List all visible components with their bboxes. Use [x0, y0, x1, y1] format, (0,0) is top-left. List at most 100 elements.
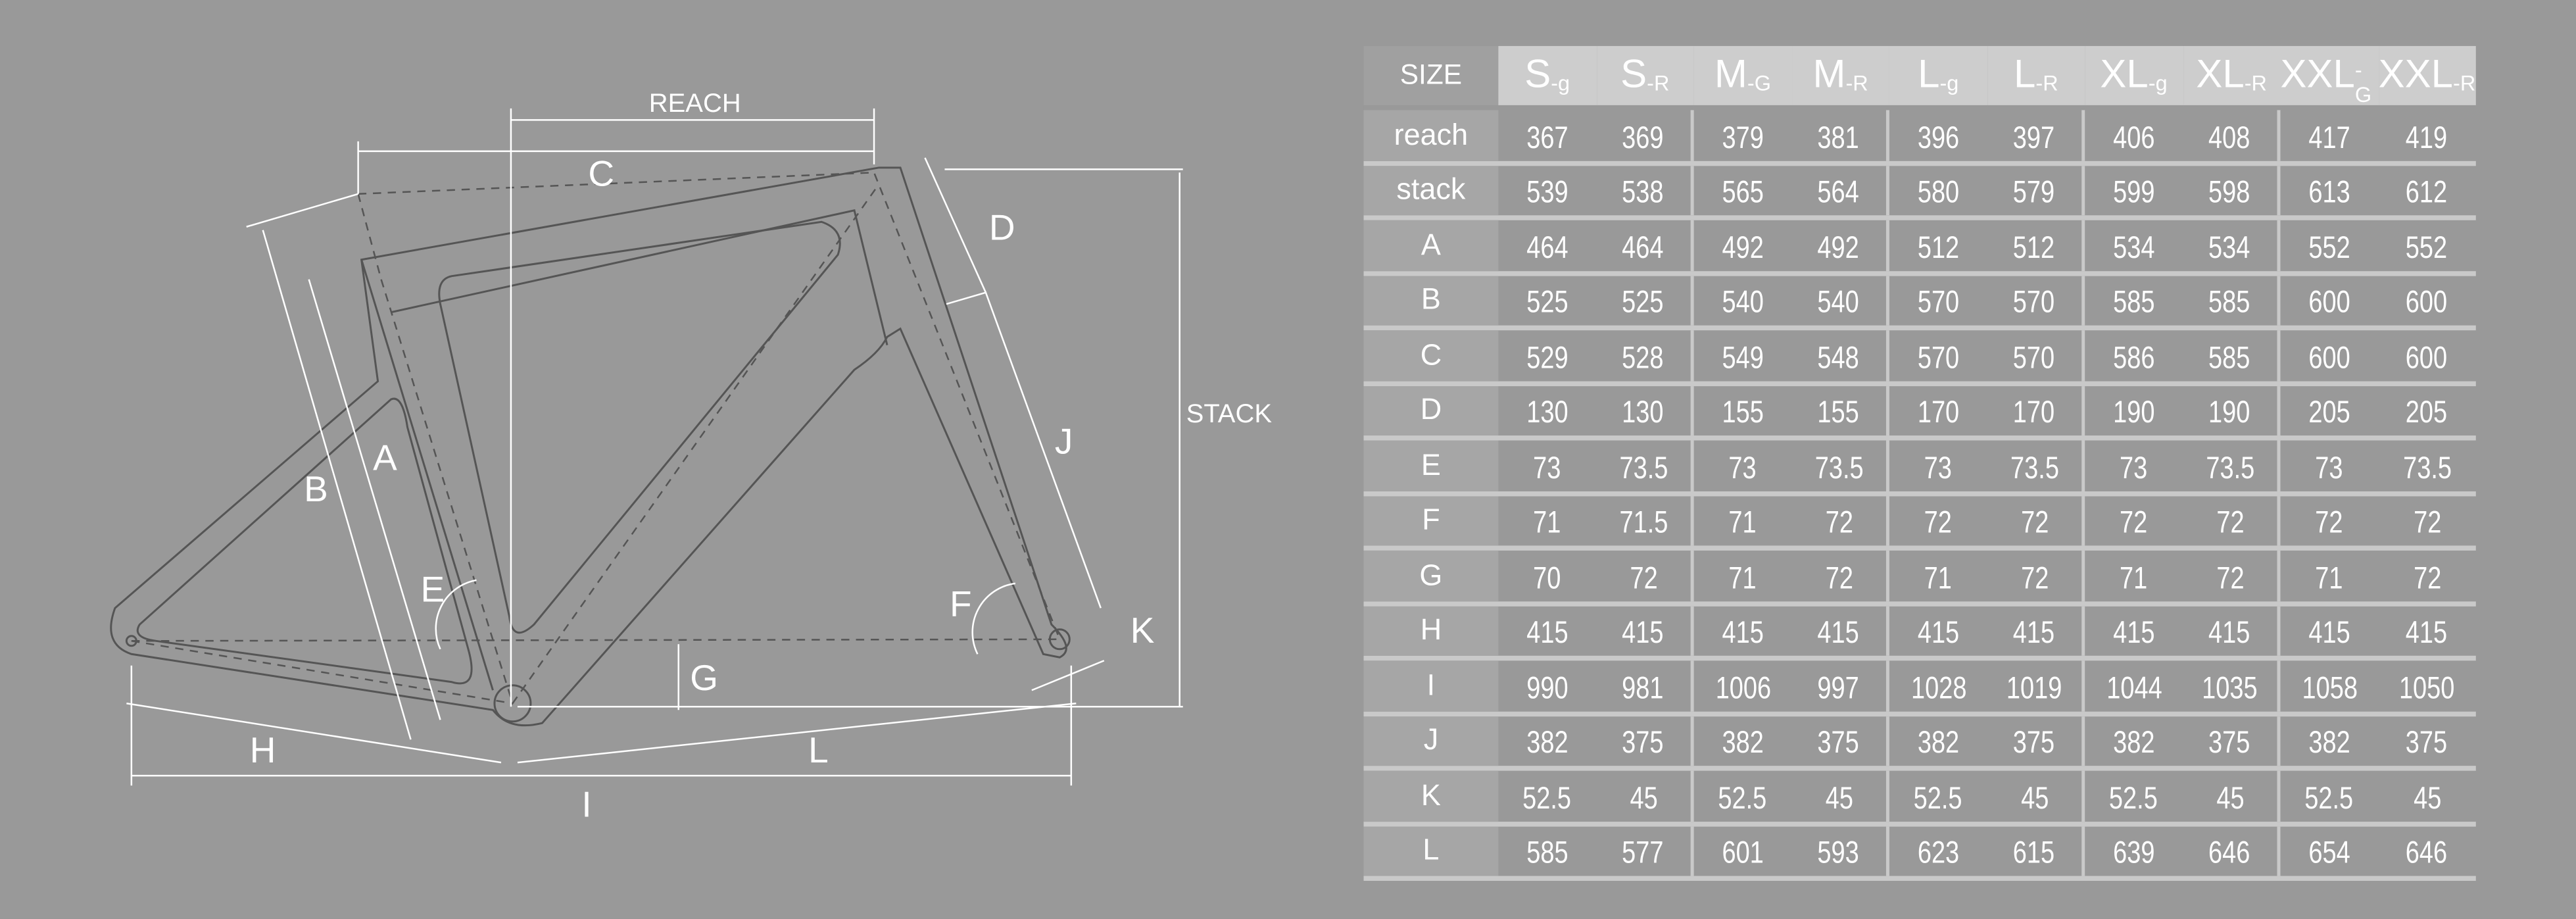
table-cell: 464	[1596, 220, 1694, 270]
table-cell: 72	[2413, 561, 2441, 596]
table-cell: 593	[1791, 826, 1889, 876]
table-cell: 52.5	[1718, 781, 1767, 816]
size-variant: -R	[1647, 70, 1670, 95]
size-variant: -R	[2244, 70, 2267, 95]
size-name: M	[1714, 52, 1747, 97]
size-column-header: M-R	[1791, 45, 1889, 105]
table-cell: 585	[2112, 286, 2155, 321]
table-cell: 1058	[2301, 671, 2358, 706]
size-name: M	[1812, 52, 1846, 97]
table-cell: 72	[1924, 506, 1953, 541]
table-cell: 396	[1917, 120, 1959, 156]
size-variant: -g	[2148, 70, 2168, 95]
table-cell: 72	[1791, 550, 1889, 601]
row-label: D	[1363, 385, 1499, 436]
size-variant: -R	[1845, 70, 1868, 95]
frame-outline	[110, 166, 1071, 727]
table-cell: 646	[2183, 826, 2281, 876]
size-header: SIZE	[1363, 45, 1499, 105]
table-cell: 528	[1596, 330, 1694, 381]
table-cell: 529	[1526, 341, 1568, 376]
table-cell: 577	[1596, 826, 1694, 876]
dimension-label-l: L	[808, 730, 829, 770]
size-variant: -G	[1747, 70, 1771, 95]
table-cell: 72	[1596, 550, 1694, 601]
table-cell: 415	[1722, 616, 1764, 651]
table-cell: 1006	[1714, 671, 1771, 706]
size-column-header: XL-g	[2085, 45, 2183, 105]
table-cell: 525	[1526, 286, 1568, 321]
table-cell: 492	[1722, 230, 1764, 266]
table-cell: 538	[1596, 165, 1694, 216]
table-cell: 570	[1987, 275, 2085, 326]
table-cell: 585	[2183, 330, 2281, 381]
table-cell: 415	[1987, 605, 2085, 656]
table-cell: 552	[2308, 230, 2350, 266]
table-cell: 990	[1526, 671, 1568, 706]
size-name: XL	[2100, 52, 2149, 97]
table-cell: 70	[1533, 561, 1561, 596]
table-cell: 586	[2112, 341, 2155, 376]
row-label: reach	[1363, 110, 1499, 161]
size-column-header: S-g	[1498, 45, 1597, 105]
table-cell: 646	[2406, 836, 2448, 872]
size-name: L	[2014, 52, 2036, 97]
table-cell: 579	[1987, 165, 2085, 216]
dimension-label-g: G	[690, 657, 718, 698]
table-cell: 73.5	[1987, 440, 2085, 491]
table-cell: 375	[2183, 715, 2281, 766]
row-label: stack	[1363, 165, 1499, 216]
row-label: L	[1363, 826, 1499, 876]
table-cell: 52.5	[1914, 781, 1963, 816]
size-column-header: M-G	[1693, 45, 1792, 105]
table-cell: 525	[1596, 275, 1694, 326]
table-cell: 382	[1722, 726, 1764, 761]
size-variant: -R	[2453, 70, 2476, 95]
table-cell: 415	[2112, 616, 2155, 651]
reach-label: REACH	[649, 89, 741, 118]
dimension-label-j: J	[1055, 421, 1073, 462]
table-cell: 71	[2315, 561, 2343, 596]
table-cell: 369	[1596, 110, 1694, 161]
table-cell: 615	[1987, 826, 2085, 876]
table-cell: 406	[2112, 120, 2155, 156]
table-cell: 45	[1791, 770, 1889, 821]
table-cell: 580	[1917, 176, 1959, 211]
size-column-header: L-g	[1889, 45, 1987, 105]
size-variant: -g	[1939, 70, 1959, 95]
table-cell: 72	[1791, 495, 1889, 546]
table-cell: 73	[1924, 451, 1953, 486]
table-cell: 639	[2112, 836, 2155, 872]
table-cell: 981	[1596, 660, 1694, 711]
table-cell: 512	[1987, 220, 2085, 270]
table-cell: 170	[1987, 385, 2085, 436]
table-cell: 415	[2183, 605, 2281, 656]
table-cell: 382	[2112, 726, 2155, 761]
centerlines	[131, 172, 1061, 706]
table-cell: 534	[2183, 220, 2281, 270]
table-cell: 130	[1526, 396, 1568, 431]
row-label: E	[1363, 440, 1499, 491]
table-cell: 72	[2413, 506, 2441, 541]
table-cell: 415	[1917, 616, 1959, 651]
table-cell: 512	[1917, 230, 1959, 266]
table-cell: 73	[1728, 451, 1757, 486]
size-name: XXL	[2280, 52, 2355, 97]
table-cell: 381	[1791, 110, 1889, 161]
table-cell: 71	[1924, 561, 1953, 596]
size-variant: -G	[2354, 57, 2372, 107]
size-name: S	[1620, 52, 1647, 97]
table-cell: 1044	[2106, 671, 2162, 706]
table-cell: 492	[1791, 220, 1889, 270]
size-column-header: L-R	[1987, 45, 2085, 105]
table-cell: 585	[2183, 275, 2281, 326]
table-cell: 52.5	[1522, 781, 1572, 816]
dimension-lines	[126, 108, 1183, 786]
